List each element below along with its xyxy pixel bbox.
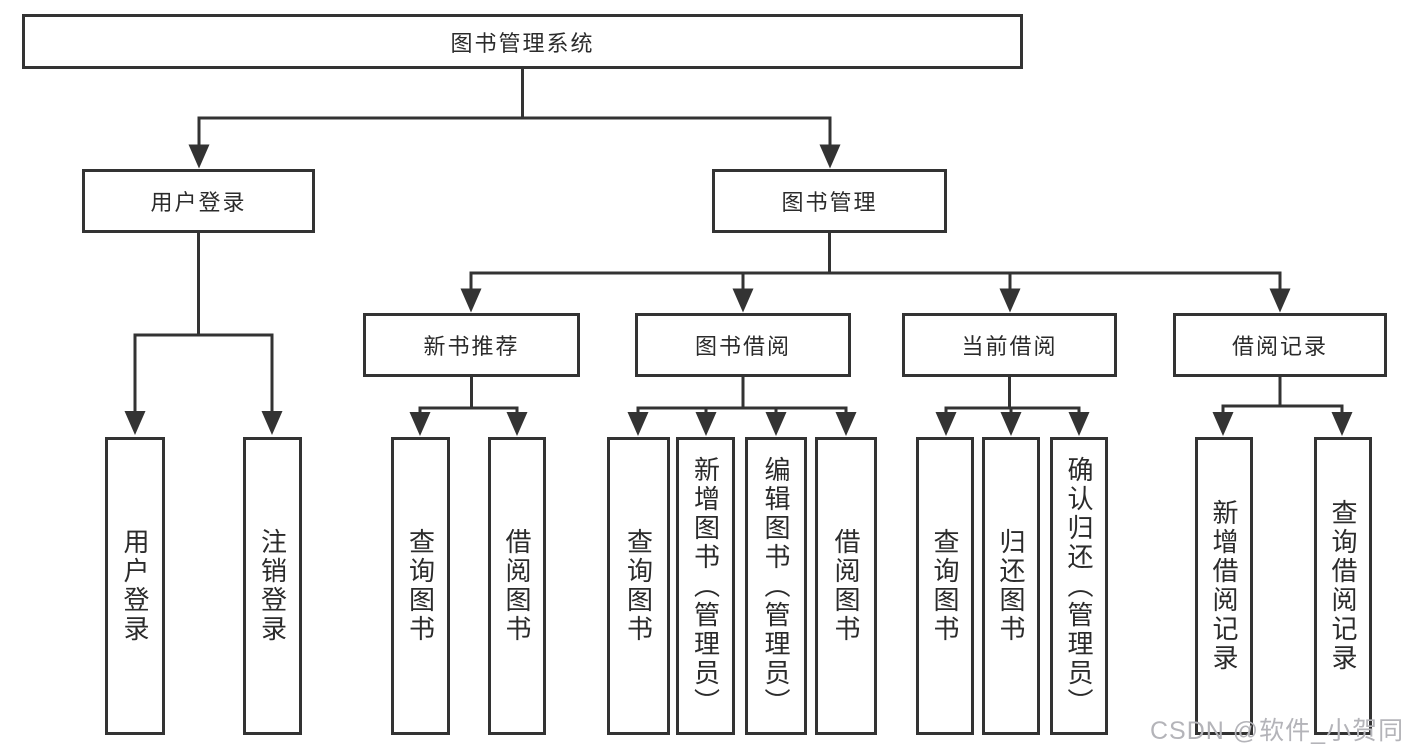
node-root-label: 图书管理系统 [450, 30, 595, 56]
leaf-current-query: 查询图书 [916, 437, 974, 735]
leaf-user-login: 用户登录 [105, 437, 165, 735]
leaf-borrow-add-label: 新增图书（管理员） [690, 455, 721, 717]
leaf-borrow-query-label: 查询图书 [623, 528, 654, 644]
node-borrow-record-label: 借阅记录 [1231, 334, 1328, 359]
node-root: 图书管理系统 [22, 14, 1023, 69]
leaf-current-return: 归还图书 [982, 437, 1040, 735]
leaf-borrow-edit: 编辑图书（管理员） [745, 437, 807, 735]
node-current-borrow: 当前借阅 [902, 313, 1117, 377]
leaf-current-query-label: 查询图书 [930, 528, 960, 644]
node-new-book-recommend: 新书推荐 [363, 313, 580, 377]
leaf-current-return-label: 归还图书 [996, 528, 1026, 644]
node-user-login-label: 用户登录 [150, 190, 247, 215]
leaf-newbook-borrow: 借阅图书 [488, 437, 546, 735]
node-book-borrow: 图书借阅 [635, 313, 851, 377]
leaf-current-confirm-return-label: 确认归还（管理员） [1064, 455, 1094, 717]
node-current-borrow-label: 当前借阅 [961, 334, 1058, 359]
leaf-borrow-book: 借阅图书 [815, 437, 877, 735]
leaf-borrow-add: 新增图书（管理员） [676, 437, 735, 735]
leaf-newbook-borrow-label: 借阅图书 [502, 528, 532, 644]
leaf-borrow-book-label: 借阅图书 [831, 528, 861, 644]
leaf-record-query-label: 查询借阅记录 [1328, 499, 1358, 673]
leaf-borrow-query: 查询图书 [607, 437, 670, 735]
leaf-record-add-label: 新增借阅记录 [1209, 499, 1239, 673]
node-user-login: 用户登录 [82, 169, 315, 233]
node-book-management-label: 图书管理 [781, 190, 878, 215]
leaf-user-login-label: 用户登录 [120, 528, 150, 644]
node-book-management: 图书管理 [712, 169, 947, 233]
leaf-borrow-edit-label: 编辑图书（管理员） [761, 455, 791, 717]
csdn-watermark: CSDN @软件_小贺同学 [1150, 717, 1405, 745]
leaf-logout: 注销登录 [243, 437, 302, 735]
leaf-newbook-query-label: 查询图书 [405, 528, 436, 644]
leaf-record-query: 查询借阅记录 [1314, 437, 1372, 735]
leaf-record-add: 新增借阅记录 [1195, 437, 1253, 735]
leaf-current-confirm-return: 确认归还（管理员） [1050, 437, 1108, 735]
leaf-newbook-query: 查询图书 [391, 437, 450, 735]
node-new-book-recommend-label: 新书推荐 [423, 334, 520, 359]
leaf-logout-label: 注销登录 [257, 528, 288, 644]
node-book-borrow-label: 图书借阅 [694, 334, 791, 359]
node-borrow-record: 借阅记录 [1173, 313, 1387, 377]
